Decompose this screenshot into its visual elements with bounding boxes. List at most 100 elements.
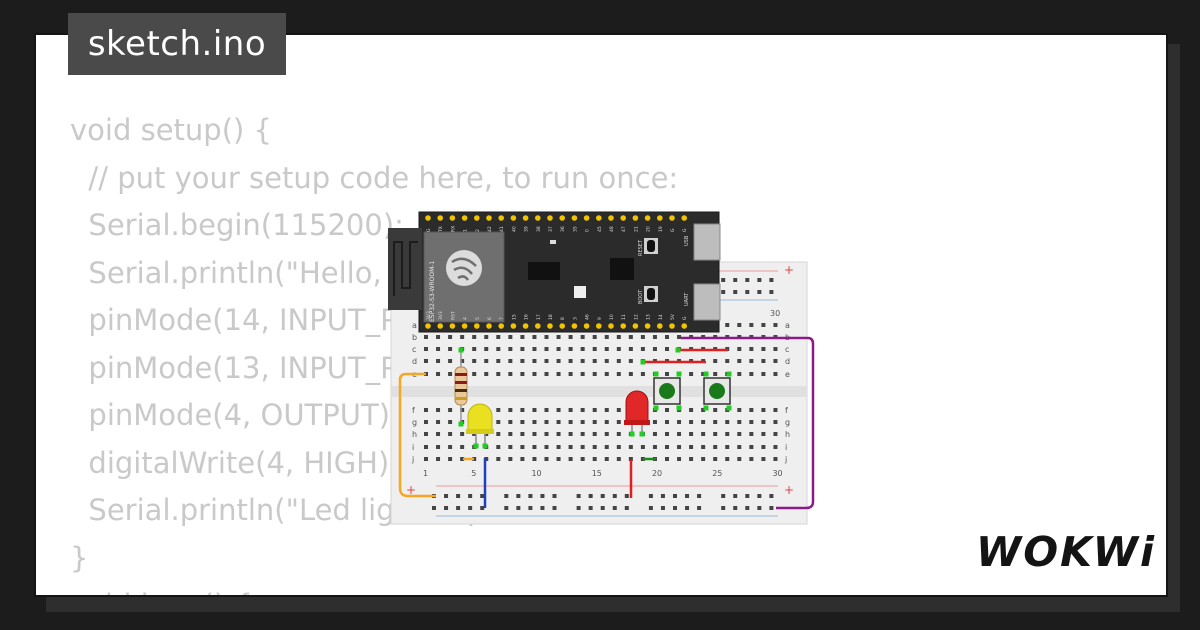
breadboard-hole <box>616 372 621 376</box>
breadboard-hole <box>424 347 428 351</box>
pin-label: G <box>426 228 432 232</box>
rail-hole <box>733 494 738 498</box>
breadboard-hole <box>665 408 669 412</box>
connected-pin <box>676 405 682 411</box>
breadboard-hole <box>472 335 477 339</box>
rail-hole <box>721 290 726 294</box>
uart-port[interactable] <box>693 283 721 321</box>
breadboard-hole <box>424 432 428 436</box>
column-number: 20 <box>652 469 662 478</box>
breadboard-hole <box>532 432 537 436</box>
breadboard-hole <box>556 347 561 351</box>
breadboard-hole <box>737 408 742 412</box>
column-number: 10 <box>531 469 541 478</box>
header-pin <box>425 323 431 329</box>
breadboard-hole <box>508 445 513 449</box>
connected-pin <box>640 359 646 365</box>
rail-hole <box>528 494 533 498</box>
rail-hole <box>745 494 750 498</box>
breadboard-hole <box>628 347 633 351</box>
breadboard-hole <box>604 335 609 339</box>
row-label: b <box>412 333 417 342</box>
usb-label: USB <box>684 235 690 246</box>
header-pin <box>620 215 626 221</box>
rail-hole <box>745 290 750 294</box>
pin-label: 19 <box>658 226 664 232</box>
rail-hole <box>733 506 738 510</box>
row-label: g <box>412 418 417 427</box>
pin-label: 16 <box>524 314 530 320</box>
rail-hole <box>721 278 726 282</box>
breadboard-hole <box>665 372 669 376</box>
rail-hole <box>444 506 449 510</box>
breadboard-hole <box>436 359 441 363</box>
breadboard-hole <box>737 359 742 363</box>
breadboard-hole <box>568 432 573 436</box>
module-label: ESP32-S3-WROOM-1 <box>429 261 436 322</box>
pin-label: 39 <box>524 226 530 232</box>
breadboard-hole <box>496 347 501 351</box>
breadboard-hole <box>448 335 453 339</box>
breadboard-hole <box>773 347 778 351</box>
breadboard-hole <box>568 335 573 339</box>
resistor-band-4 <box>455 397 467 400</box>
breadboard-hole <box>568 359 573 363</box>
reset-button-cap[interactable] <box>647 240 655 252</box>
breadboard-hole <box>580 432 585 436</box>
breadboard-hole <box>761 347 766 351</box>
breadboard-hole <box>592 347 597 351</box>
breadboard-hole <box>580 457 585 461</box>
breadboard-hole <box>616 408 621 412</box>
breadboard-hole <box>448 359 453 363</box>
led-red <box>625 390 649 424</box>
resistor-band-3 <box>455 389 467 392</box>
header-pin <box>486 323 492 329</box>
breadboard-hole <box>749 359 754 363</box>
breadboard-trench <box>391 386 807 397</box>
pushbutton-2-cap[interactable] <box>709 383 725 399</box>
breadboard-hole <box>520 335 525 339</box>
breadboard-hole <box>508 432 513 436</box>
usb-port[interactable] <box>693 223 721 261</box>
file-tab[interactable]: sketch.ino <box>68 13 286 75</box>
breadboard-hole <box>761 432 766 436</box>
header-pin <box>657 215 663 221</box>
breadboard-hole <box>460 335 465 339</box>
breadboard-hole <box>737 372 742 376</box>
header-pin <box>547 215 553 221</box>
breadboard-hole <box>568 457 573 461</box>
breadboard-hole <box>749 432 754 436</box>
breadboard-hole <box>604 372 609 376</box>
rail-hole <box>456 494 461 498</box>
pin-label: 38 <box>536 226 542 232</box>
breadboard-hole <box>448 347 453 351</box>
breadboard-hole <box>725 432 730 436</box>
breadboard-hole <box>556 408 561 412</box>
column-number: 25 <box>712 469 722 478</box>
breadboard-hole <box>592 359 597 363</box>
pin-label: 10 <box>609 314 615 320</box>
breadboard-hole <box>580 359 585 363</box>
breadboard-hole <box>436 457 441 461</box>
pushbutton-2[interactable] <box>703 377 731 405</box>
breadboard-hole <box>640 457 645 461</box>
breadboard-hole <box>472 359 477 363</box>
rail-hole <box>480 506 485 510</box>
breadboard-hole <box>580 347 585 351</box>
boot-button-cap[interactable] <box>647 288 655 300</box>
pin-label: 11 <box>621 314 627 320</box>
breadboard-hole <box>761 445 766 449</box>
pushbutton-1-cap[interactable] <box>659 383 675 399</box>
led-yellow <box>467 403 493 433</box>
rail-hole <box>745 278 750 282</box>
rail-hole <box>504 506 509 510</box>
breadboard-hole <box>592 432 597 436</box>
breadboard-hole <box>640 347 645 351</box>
breadboard-hole <box>436 408 441 412</box>
breadboard-hole <box>448 457 453 461</box>
breadboard-hole <box>520 359 525 363</box>
resistor-band-2 <box>455 381 467 384</box>
header-pin <box>620 323 626 329</box>
header-pin <box>681 323 687 329</box>
rail-hole <box>600 506 605 510</box>
